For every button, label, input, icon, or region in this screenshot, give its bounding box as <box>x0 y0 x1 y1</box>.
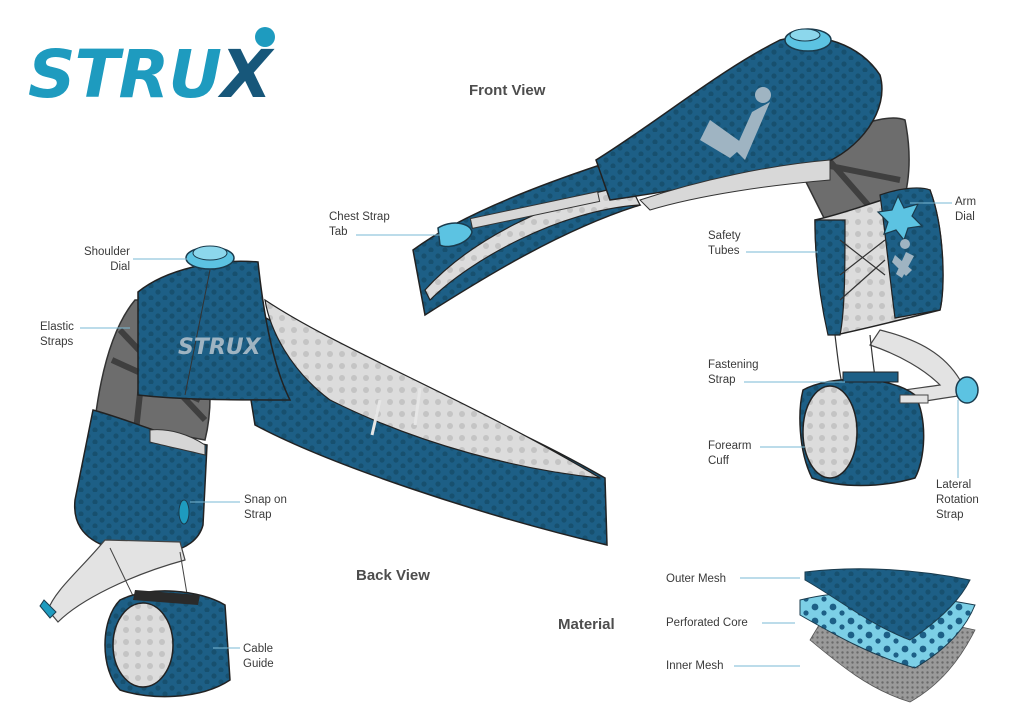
outer-mesh-layer <box>804 568 971 641</box>
front-logo-mark <box>700 87 771 160</box>
front-view-heading: Front View <box>469 82 546 99</box>
lateral-rotation-tab-icon <box>955 376 979 404</box>
front-sleeve-logo-mark <box>892 239 914 278</box>
label-inner-mesh: Inner Mesh <box>666 660 724 672</box>
front-view-brace <box>412 28 979 487</box>
back-shoulder-cap <box>137 260 292 401</box>
back-lateral-strap <box>47 539 186 623</box>
back-view-heading: Back View <box>356 567 430 584</box>
logo-dot-icon <box>255 27 275 47</box>
material-heading: Material <box>558 616 615 633</box>
label-perforated-core: Perforated Core <box>666 617 748 629</box>
snap-on-strap <box>178 499 190 525</box>
leader-lines <box>80 202 959 667</box>
strux-logo: STRUX <box>28 36 272 113</box>
back-brace-print: STRUX <box>178 335 262 360</box>
label-outer-mesh: Outer Mesh <box>666 573 727 585</box>
chest-strap-tab-icon <box>437 222 473 248</box>
material-layers <box>799 568 976 703</box>
back-view-brace <box>39 245 608 698</box>
